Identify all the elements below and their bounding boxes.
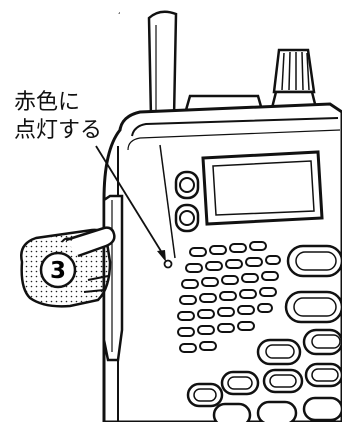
callout-arrow: [95, 145, 166, 262]
hand-icon: 3: [20, 226, 116, 308]
side-oval-buttons: [284, 244, 342, 324]
speaker-grille: [177, 241, 281, 353]
tuning-knob: [270, 48, 318, 110]
step-number: 3: [50, 258, 66, 284]
callout-text-line2: 点灯する: [14, 118, 103, 143]
stray-mark: ʻ: [118, 11, 121, 20]
antenna: [142, 10, 184, 128]
led-indicator: [163, 259, 173, 269]
display-side-buttons: [174, 170, 200, 233]
keypad: [186, 328, 342, 422]
callout-text-line1: 赤色に: [14, 90, 81, 115]
display: [201, 150, 324, 226]
step-number-badge: [39, 251, 77, 289]
